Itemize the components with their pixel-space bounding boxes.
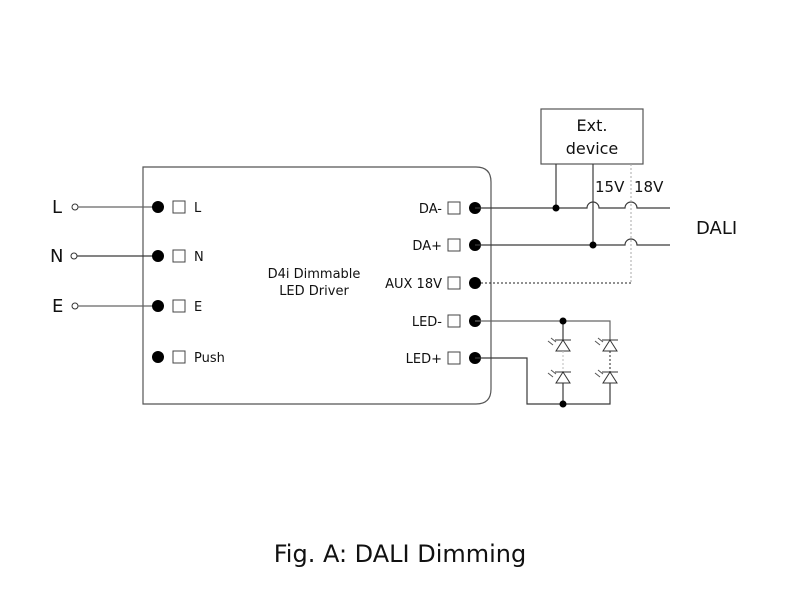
mains-input-l: L <box>52 197 158 218</box>
terminal-e: E <box>152 299 202 315</box>
svg-text:AUX 18V: AUX 18V <box>385 277 442 292</box>
svg-text:DA-: DA- <box>419 202 442 217</box>
driver-box <box>142 166 492 405</box>
svg-text:N: N <box>194 250 204 265</box>
terminal-push: Push <box>152 350 225 366</box>
terminal-da-plus: DA+ <box>412 238 481 254</box>
mains-input-e: E <box>52 296 158 317</box>
voltage-label-15v: 15V <box>595 178 625 196</box>
ext-device: Ext. device <box>540 108 644 165</box>
terminal-l: L <box>152 200 202 216</box>
wire-led-plus <box>475 357 611 405</box>
terminal-led-plus: LED+ <box>406 351 481 367</box>
led-icon <box>547 369 571 384</box>
led-icon <box>547 337 571 352</box>
driver-title-line2: LED Driver <box>279 284 349 299</box>
svg-text:E: E <box>194 300 202 315</box>
mains-input-n: N <box>50 246 158 267</box>
dali-bus-label: DALI <box>696 218 737 239</box>
led-icon <box>594 369 618 384</box>
junction-dot <box>559 400 567 408</box>
terminal-da-minus: DA- <box>419 201 481 217</box>
wire-da-plus <box>475 238 670 246</box>
voltage-label-18v: 18V <box>634 178 664 196</box>
svg-text:E: E <box>52 296 63 317</box>
junction-dot <box>589 241 597 249</box>
svg-text:Push: Push <box>194 351 225 366</box>
led-string-1 <box>547 337 571 384</box>
driver-title-line1: D4i Dimmable <box>268 267 361 282</box>
figure-caption: Fig. A: DALI Dimming <box>274 540 527 568</box>
svg-text:Ext.: Ext. <box>577 116 608 135</box>
led-icon <box>594 337 618 352</box>
svg-text:DA+: DA+ <box>412 239 442 254</box>
svg-text:device: device <box>566 139 619 158</box>
terminal-open-icon <box>71 203 79 211</box>
terminal-aux-18v: AUX 18V <box>385 276 481 292</box>
terminal-open-icon <box>71 302 79 310</box>
terminal-open-icon <box>70 252 78 260</box>
terminal-n: N <box>152 249 204 265</box>
led-string-2 <box>594 337 618 384</box>
svg-text:N: N <box>50 246 63 267</box>
svg-text:LED-: LED- <box>412 315 442 330</box>
wire-da-minus <box>475 201 670 209</box>
svg-text:L: L <box>194 201 202 216</box>
junction-dot <box>552 204 560 212</box>
terminal-led-minus: LED- <box>412 314 481 330</box>
wire-led-minus <box>475 320 611 340</box>
svg-text:L: L <box>52 197 62 218</box>
svg-text:LED+: LED+ <box>406 352 442 367</box>
junction-dot <box>559 317 567 325</box>
